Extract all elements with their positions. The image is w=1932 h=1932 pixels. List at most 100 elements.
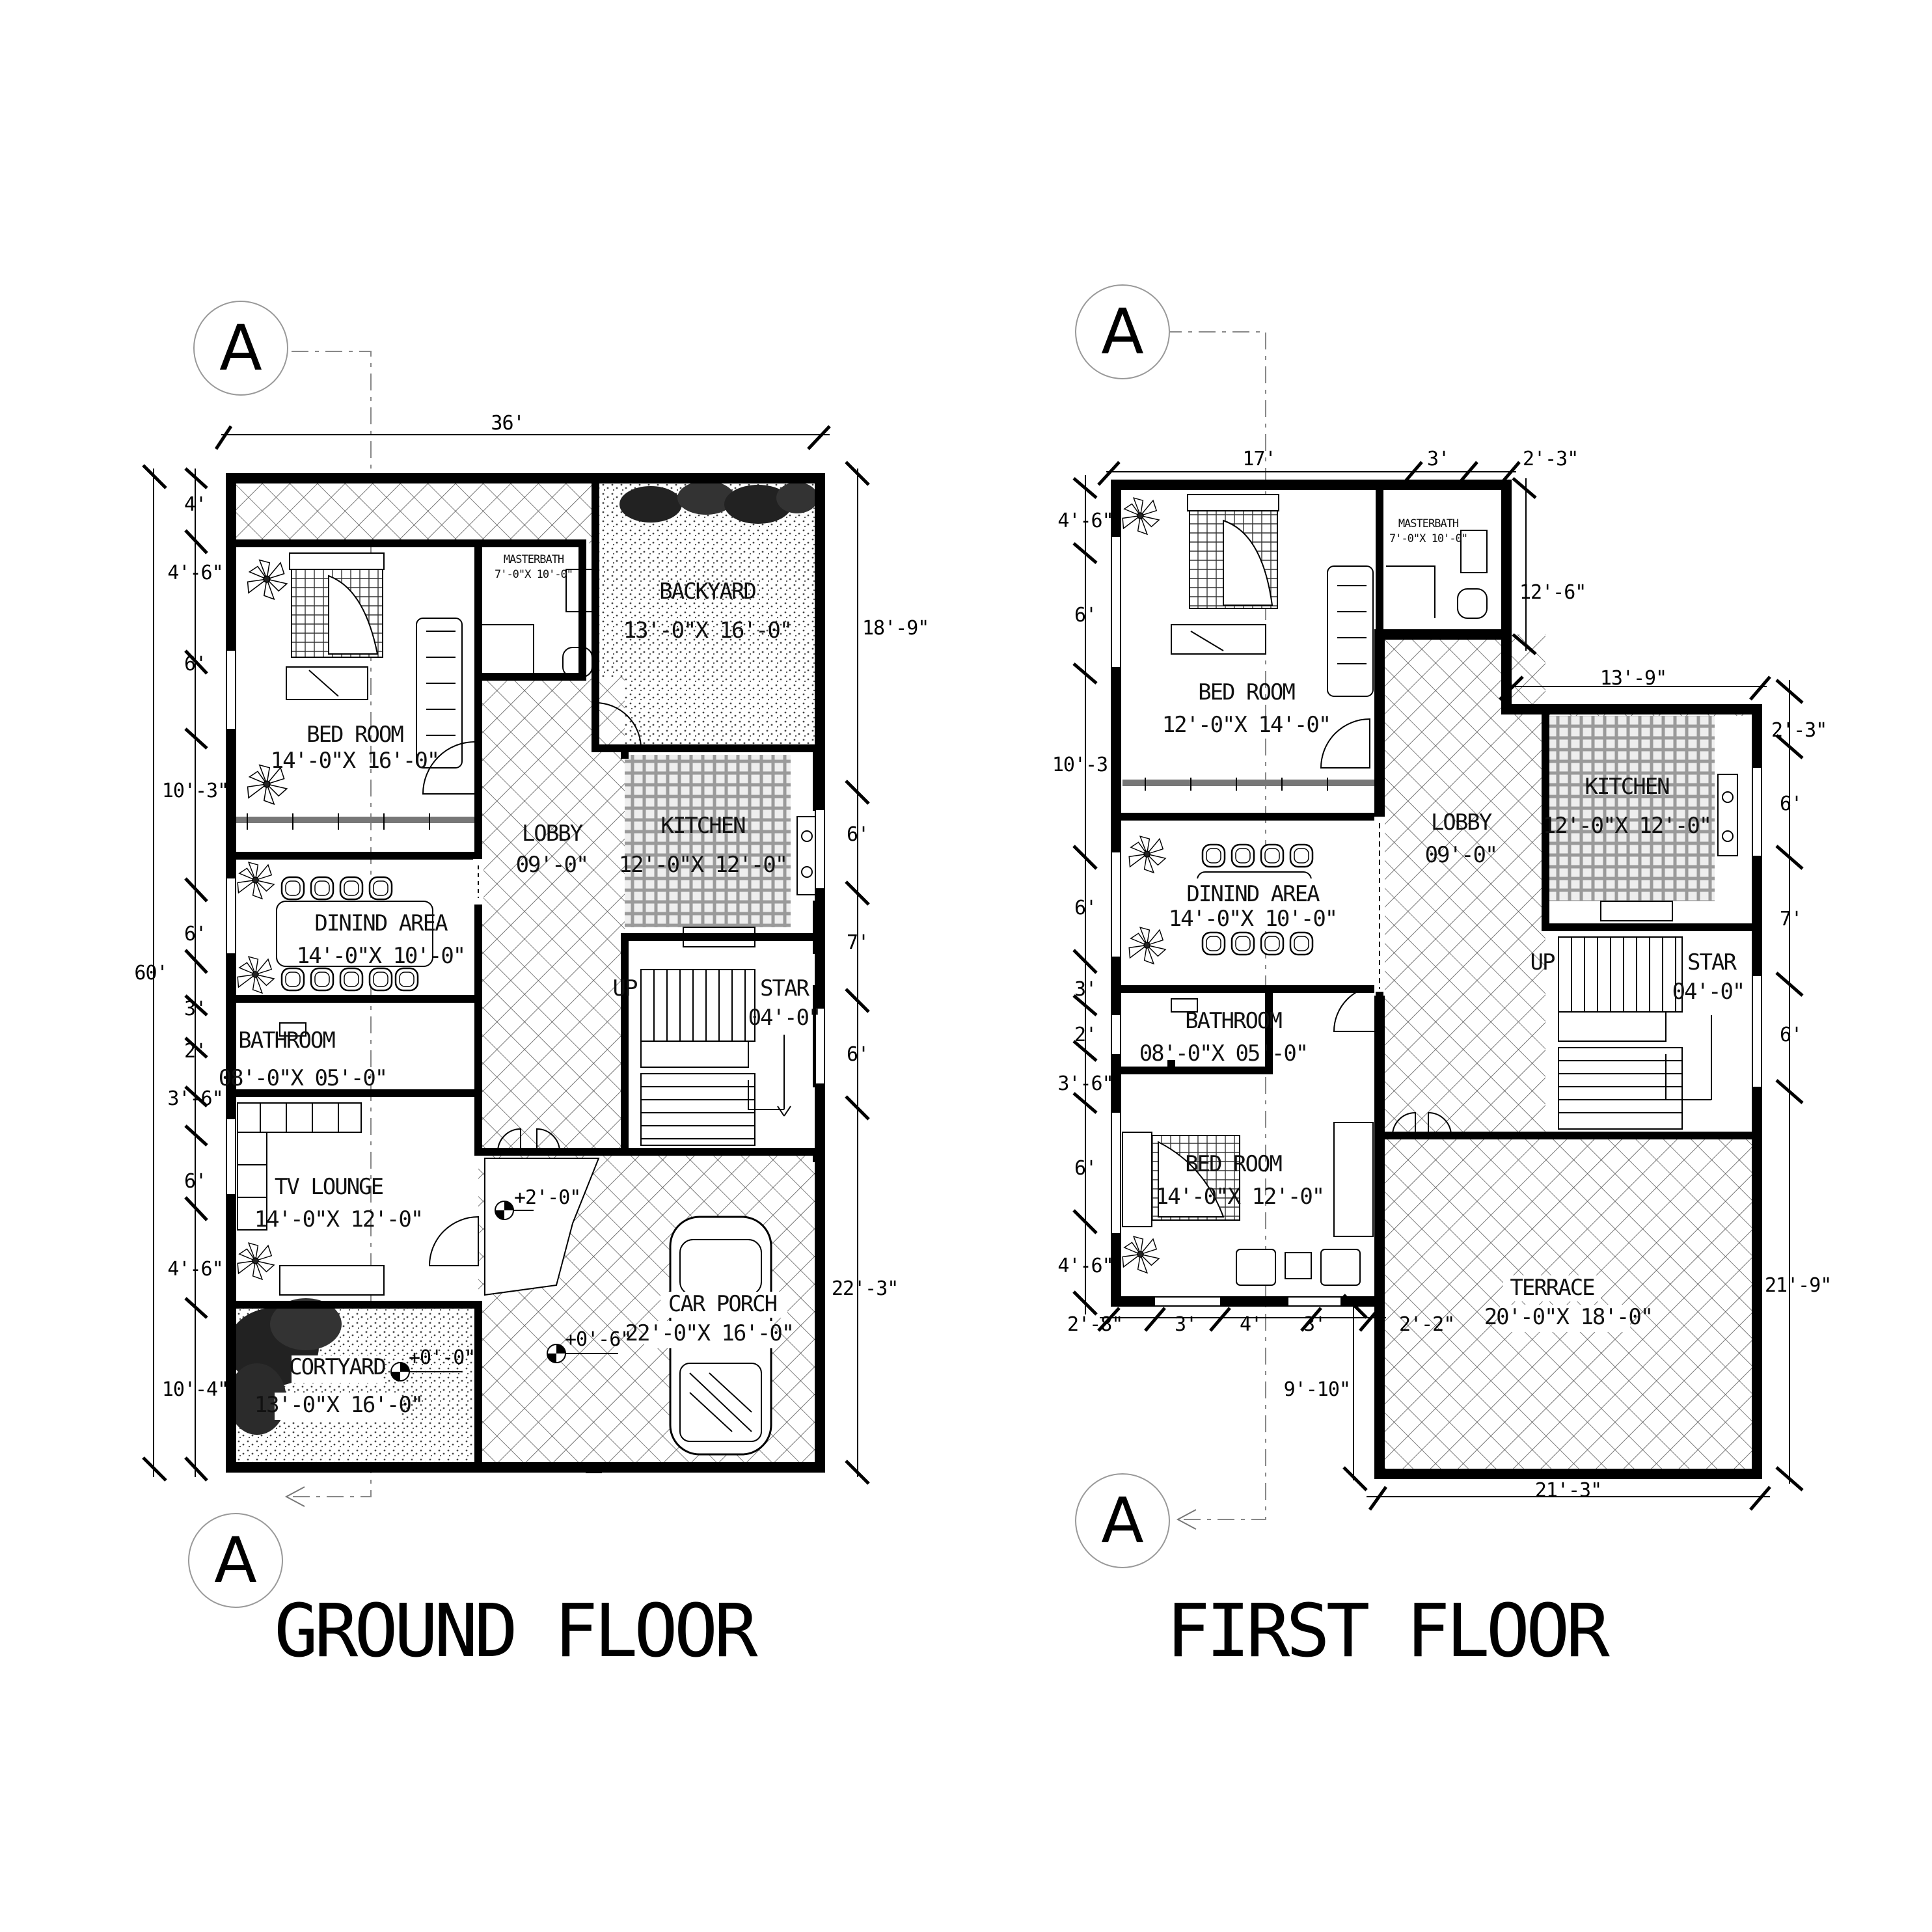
gf-courtyard-name: CORTYARD: [289, 1354, 385, 1380]
gf-lobby-name: LOBBY: [522, 821, 583, 847]
section-marker-label: A: [214, 1524, 257, 1597]
ff-lobby-name: LOBBY: [1431, 810, 1492, 836]
gf-dim-left-2: 6': [184, 653, 206, 675]
ff-bedroom1-size: 12'-0"X 14'-0": [1162, 712, 1331, 738]
ff-dim-bottom-2: 4': [1240, 1313, 1262, 1336]
ff-kitchen-area: [1542, 716, 1715, 901]
gf-masterbath-name: MASTERBATH: [504, 553, 564, 566]
gf-dim-left-10: 10'-4": [162, 1378, 228, 1401]
gf-dim-left-5: 3': [184, 998, 206, 1020]
gf-lobby-size: 09'-0": [516, 852, 588, 878]
gf-level-courtyard: +0'-0": [390, 1346, 476, 1381]
ff-dim-terrace-left: 9'-10": [1284, 1378, 1350, 1401]
gf-dim-left-8: 6': [184, 1170, 206, 1193]
gf-lounge-sofa-top: [237, 1102, 362, 1133]
gf-kitchen-name: KITCHEN: [660, 813, 745, 839]
gf-top-strip: [231, 478, 595, 543]
gf-dim-left-9: 4'-6": [167, 1258, 223, 1281]
gf-stair-size: 04'-0": [748, 1005, 821, 1031]
gf-lobby-area: [478, 677, 625, 1158]
ff-dim-right-2: 2'-3": [1771, 719, 1827, 742]
ff-bathroom-name: BATHROOM: [1185, 1008, 1282, 1034]
ff-dim-bottom: 21'-3": [1535, 1479, 1601, 1502]
ff-dim-bottom-0: 2'-8": [1067, 1313, 1122, 1336]
gf-level-courtyard-text: +0'-0": [409, 1346, 475, 1369]
gf-dim-right-2: 7': [847, 931, 869, 954]
ff-dim-bottom-1: 3': [1175, 1313, 1197, 1336]
section-marker-ground-bottom: A: [188, 1513, 283, 1608]
section-marker-label: A: [1101, 295, 1144, 368]
gf-carporch-name: CAR PORCH: [668, 1291, 777, 1317]
gf-dim-left-0: 4': [184, 493, 206, 516]
ff-terrace-size: 20'-0"X 18'-0": [1484, 1304, 1653, 1330]
ff-kitchen-name: KITCHEN: [1585, 774, 1669, 800]
gf-backyard-shrubs: [619, 481, 818, 524]
gf-dim-right-1: 6': [847, 823, 869, 846]
ff-dim-top-0: 17': [1242, 448, 1275, 470]
section-marker-first-top: A: [1075, 284, 1170, 379]
ff-dimensions: 17' 3' 2'-3" 4'-6" 6' 10'-3" 6' 3' 2' 3'…: [1052, 448, 1832, 1511]
gf-tvlounge-size: 14'-0"X 12'-0": [254, 1206, 423, 1232]
ff-labels: MASTERBATH 7'-0"X 10'-0" BED ROOM 12'-0"…: [1139, 517, 1745, 1332]
gf-dim-left-3: 10'-3": [162, 780, 228, 802]
ff-dim-left-0: 4'-6": [1057, 510, 1113, 532]
gf-entry-platform: [484, 1158, 600, 1296]
ff-bedroom1-name: BED ROOM: [1198, 679, 1295, 705]
ff-dim-bottom-3: 3': [1303, 1313, 1326, 1336]
first-floor-title: FIRST FLOOR: [1166, 1589, 1610, 1674]
gf-wardrobe: [231, 817, 478, 823]
gf-toilet: [562, 647, 593, 677]
gf-masterbath-size: 7'-0"X 10'-0": [495, 568, 573, 581]
ff-dim-left-8: 4'-6": [1057, 1255, 1113, 1277]
ground-floor-title: GROUND FLOOR: [274, 1589, 758, 1674]
ff-terrace-name: TERRACE: [1510, 1275, 1594, 1301]
gf-kitchen-sink: [796, 816, 817, 895]
section-line-first: [1165, 331, 1266, 1530]
gf-stair-name: STAR: [760, 975, 810, 1001]
gf-sofa: [416, 618, 463, 769]
gf-level-entry: +2'-0": [495, 1186, 581, 1220]
gf-tvlounge-name: TV LOUNGE: [275, 1174, 383, 1200]
gf-plant-icon: [247, 559, 288, 600]
section-marker-ground-top: A: [193, 301, 288, 396]
gf-dim-right-3: 6': [847, 1043, 869, 1066]
gf-kitchen-area: [625, 755, 791, 927]
gf-level-porch-text: +0'-6": [565, 1328, 631, 1351]
gf-backyard-name: BACKYARD: [659, 578, 755, 605]
gf-dining-name: DININD AREA: [314, 910, 448, 936]
ff-dim-right-0: 12'-6": [1519, 581, 1586, 604]
gf-lounge-sofa-side: [237, 1132, 267, 1231]
ff-dim-bottom-4: 2'-2": [1399, 1313, 1454, 1336]
gf-dim-left-6: 2': [184, 1040, 206, 1063]
gf-courtyard-tree: [228, 1298, 342, 1435]
ff-dim-left-4: 3': [1074, 978, 1096, 1001]
gf-backyard-size: 13'-0"X 16'-0": [623, 618, 792, 644]
ff-stair-up: UP: [1531, 949, 1555, 975]
ff-dining-size: 14'-0"X 10'-0": [1169, 906, 1337, 932]
ff-staircase: [1558, 936, 1712, 1130]
gf-level-porch: +0'-6": [547, 1328, 632, 1363]
ff-dim-left-5: 2': [1074, 1024, 1096, 1046]
ff-bedroom2-size: 14'-0"X 12'-0": [1156, 1184, 1324, 1210]
gf-kitchen-size: 12'-0"X 12'-0": [619, 852, 787, 878]
gf-bed-headboard: [289, 552, 385, 570]
ff-dim-left-3: 6': [1074, 897, 1096, 919]
ff-dim-top-1: 3': [1427, 448, 1449, 470]
ff-masterbath-size: 7'-0"X 10'-0": [1389, 532, 1467, 545]
gf-bathroom-name: BATHROOM: [238, 1027, 335, 1054]
ff-bedroom2-name: BED ROOM: [1185, 1151, 1282, 1177]
ff-stair-size: 04'-0": [1672, 979, 1745, 1005]
gf-dim-top: 36': [491, 412, 524, 435]
ff-dim-left-6: 3'-6": [1057, 1072, 1113, 1095]
ff-dim-right-1: 13'-9": [1600, 667, 1667, 690]
gf-stair-up: UP: [613, 975, 637, 1001]
ff-dim-right-3: 6': [1780, 793, 1802, 815]
gf-labels: BACKYARD 13'-0"X 16'-0" MASTERBATH 7'-0"…: [219, 553, 821, 1420]
section-marker-label: A: [219, 312, 262, 385]
ff-kitchen-size: 12'-0"X 12'-0": [1543, 813, 1711, 839]
gf-level-entry-text: +2'-0": [514, 1186, 580, 1209]
gf-carporch-size: 22'-0"X 16'-0": [625, 1320, 794, 1346]
ff-dining-name: DININD AREA: [1186, 881, 1320, 907]
ff-masterbath-name: MASTERBATH: [1398, 517, 1459, 530]
